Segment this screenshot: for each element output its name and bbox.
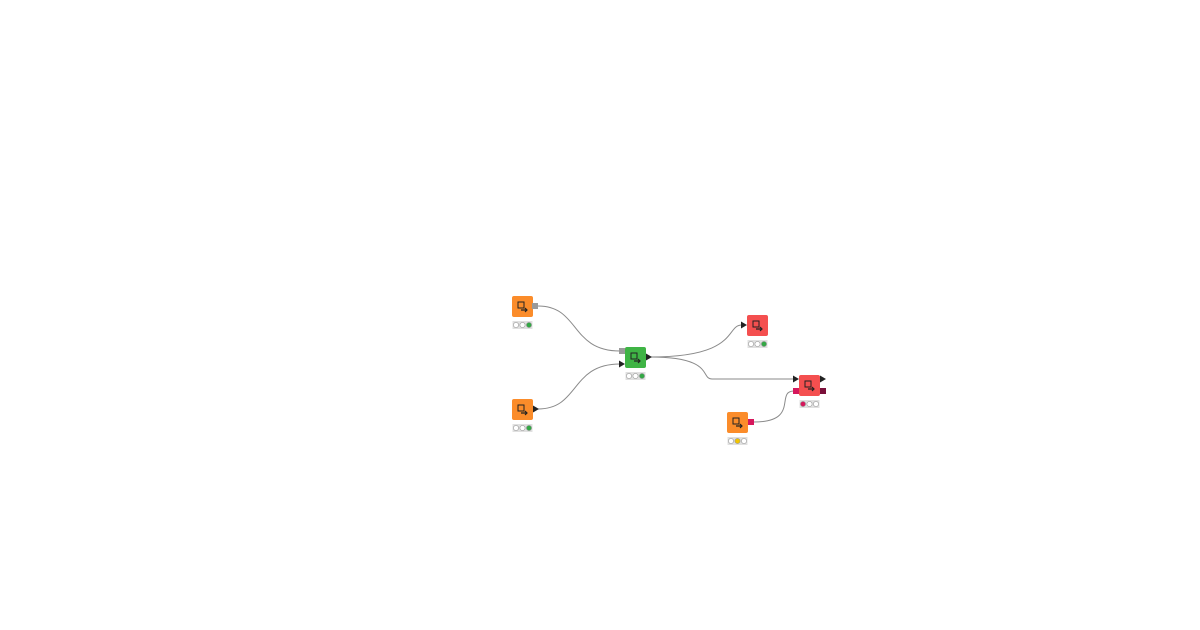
connection-n1-n3[interactable] — [537, 305, 621, 352]
data-in-port[interactable] — [741, 321, 747, 329]
icon-arrow — [634, 358, 641, 364]
node-body[interactable] — [747, 315, 768, 336]
icon-glyph — [630, 352, 638, 360]
icon-glyph — [517, 404, 525, 412]
connection-n3-n5[interactable] — [649, 356, 794, 380]
status-light-3 — [526, 425, 532, 431]
connection-n2-n3[interactable] — [537, 363, 621, 410]
icon-arrow — [756, 326, 763, 332]
status-light-2 — [632, 373, 639, 379]
node-n2[interactable] — [512, 399, 533, 432]
image-out-port[interactable] — [748, 419, 754, 425]
file-reader-icon — [517, 301, 528, 313]
status-light-3 — [741, 438, 747, 444]
icon-glyph — [752, 320, 760, 328]
icon-glyph — [804, 380, 812, 388]
icon-glyph — [732, 417, 740, 425]
status-light-3 — [526, 322, 532, 328]
status-indicator — [625, 372, 646, 380]
status-light-3 — [761, 341, 767, 347]
icon-arrow — [736, 423, 743, 429]
table-reader-icon — [517, 404, 528, 416]
icon-glyph — [517, 301, 525, 309]
status-indicator — [747, 340, 768, 348]
status-light-3 — [813, 401, 819, 407]
status-light-1 — [513, 425, 519, 431]
node-n6[interactable] — [727, 412, 748, 445]
status-indicator — [512, 424, 533, 432]
icon-arrow — [521, 307, 528, 313]
node-n4[interactable] — [747, 315, 768, 348]
image-in-port[interactable] — [793, 388, 799, 394]
status-light-1 — [748, 341, 754, 347]
node-body[interactable] — [727, 412, 748, 433]
data-out-port[interactable] — [820, 375, 826, 383]
image-out-port[interactable] — [820, 388, 826, 394]
connection-n3-n4[interactable] — [649, 324, 743, 358]
status-light-1 — [800, 401, 806, 407]
node-n3[interactable] — [625, 347, 646, 380]
status-light-2 — [734, 438, 741, 444]
data-in-port[interactable] — [619, 360, 625, 368]
data-out-port[interactable] — [646, 353, 652, 361]
data-out-port[interactable] — [533, 405, 539, 413]
status-light-1 — [513, 322, 519, 328]
node-body[interactable] — [512, 296, 533, 317]
status-indicator — [512, 321, 533, 329]
image-writer-icon — [804, 380, 815, 392]
status-light-2 — [519, 322, 526, 328]
join-icon — [630, 352, 641, 364]
status-light-1 — [728, 438, 734, 444]
node-body[interactable] — [799, 375, 820, 396]
table-writer-icon — [752, 320, 763, 332]
data-in-port[interactable] — [793, 375, 799, 383]
flow-out-port[interactable] — [532, 303, 538, 309]
node-body[interactable] — [625, 347, 646, 368]
status-light-3 — [639, 373, 645, 379]
status-light-1 — [626, 373, 632, 379]
status-light-2 — [806, 401, 813, 407]
status-light-2 — [754, 341, 761, 347]
status-indicator — [799, 400, 820, 408]
icon-arrow — [808, 386, 815, 392]
status-indicator — [727, 437, 748, 445]
node-n5[interactable] — [799, 375, 820, 408]
node-body[interactable] — [512, 399, 533, 420]
status-light-2 — [519, 425, 526, 431]
node-n1[interactable] — [512, 296, 533, 329]
flow-in-port[interactable] — [619, 348, 625, 354]
image-reader-icon — [732, 417, 743, 429]
icon-arrow — [521, 410, 528, 416]
connection-n6-n5[interactable] — [753, 390, 795, 423]
